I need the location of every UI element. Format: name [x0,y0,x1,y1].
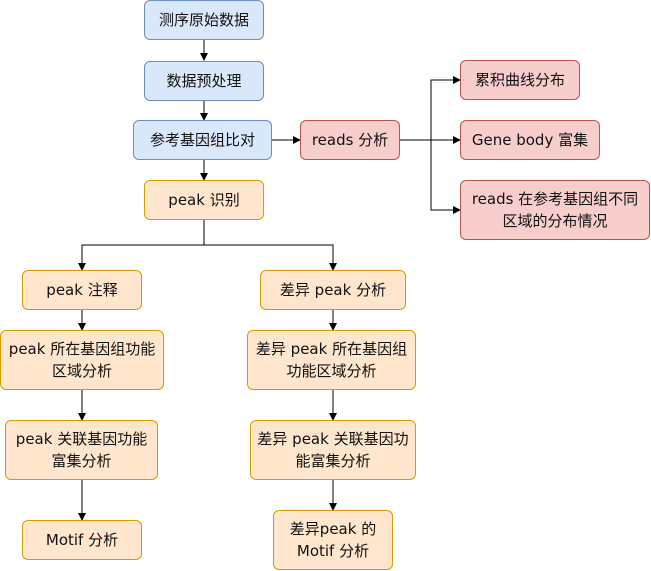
node-motif[interactable]: Motif 分析 [22,520,142,560]
node-cumulative[interactable]: 累积曲线分布 [460,60,580,100]
node-diff-motif[interactable]: 差异peak 的 Motif 分析 [273,510,393,570]
node-diff-peak[interactable]: 差异 peak 分析 [260,270,406,310]
node-raw-data[interactable]: 测序原始数据 [144,0,264,40]
edge-reads-to-cumulative [400,76,461,141]
edge-reads-to-region [400,139,461,214]
node-diff-peak-region[interactable]: 差异 peak 所在基因组功能区域分析 [247,330,416,390]
node-align[interactable]: 参考基因组比对 [133,120,272,160]
node-preprocess[interactable]: 数据预处理 [144,61,264,101]
edge-peak-to-diff [204,244,337,271]
node-peak-call[interactable]: peak 识别 [144,180,264,220]
node-reads-analysis[interactable]: reads 分析 [300,120,400,160]
node-gene-body[interactable]: Gene body 富集 [460,120,600,160]
node-peak-region[interactable]: peak 所在基因组功能区域分析 [0,330,164,390]
edge-peak-to-annot [78,220,205,271]
node-diff-peak-gene-enrich[interactable]: 差异 peak 关联基因功能富集分析 [250,420,416,480]
node-reads-region[interactable]: reads 在参考基因组不同区域的分布情况 [460,180,650,240]
node-peak-annot[interactable]: peak 注释 [22,270,142,310]
node-peak-gene-enrich[interactable]: peak 关联基因功能富集分析 [5,420,158,480]
